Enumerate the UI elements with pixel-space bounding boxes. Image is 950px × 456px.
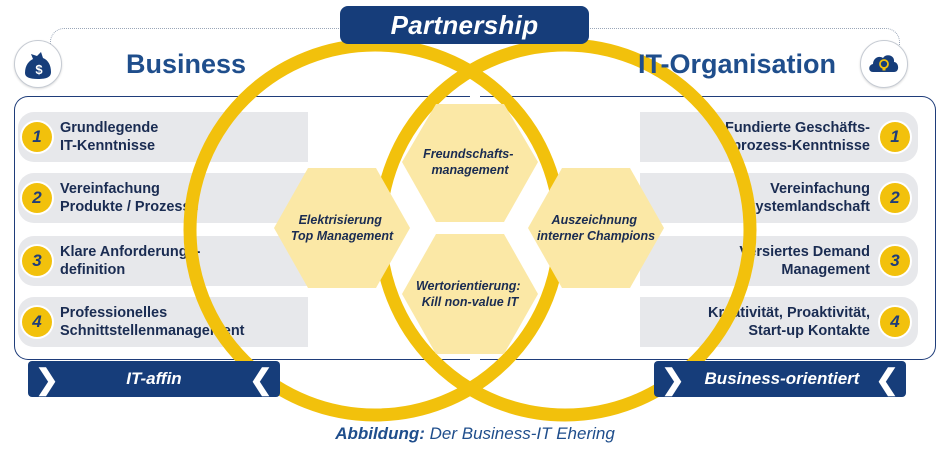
chevron-right-icon: ❯: [35, 363, 59, 395]
business-item-text: Klare Anforderungs- definition: [60, 243, 200, 279]
svg-text:$: $: [35, 62, 43, 77]
hexagon-wertorientierung: Wertorientierung: Kill non-value IT: [402, 234, 538, 354]
business-item-3: 3 Klare Anforderungs- definition: [18, 236, 308, 286]
chevron-right-icon: ❯: [661, 363, 685, 395]
business-item-text: Grundlegende IT-Kenntnisse: [60, 119, 158, 155]
hex-line-1: Wertorientierung:: [416, 279, 521, 293]
it-affin-bar: ❯ IT-affin ❮: [28, 361, 280, 397]
item-line-2: definition: [60, 262, 126, 278]
item-line-1: Professionelles: [60, 305, 168, 321]
hex-line-2: Kill non-value IT: [422, 295, 520, 309]
number-badge: 1: [22, 122, 52, 152]
item-line-2: Produkte / Prozesse: [60, 199, 199, 215]
business-item-1: 1 Grundlegende IT-Kenntnisse: [18, 112, 308, 162]
hex-line-2: Top Management: [291, 229, 394, 243]
number-badge: 2: [22, 183, 52, 213]
partnership-title: Partnership: [340, 6, 589, 44]
number-badge: 1: [880, 122, 910, 152]
business-item-2: 2 Vereinfachung Produkte / Prozesse: [18, 173, 308, 223]
item-line-2: IT-Kenntnisse: [60, 138, 156, 154]
hex-line-2: interner Champions: [537, 229, 655, 243]
bar-label: IT-affin: [126, 369, 182, 388]
business-item-text: Vereinfachung Produkte / Prozesse: [60, 180, 199, 216]
business-item-4: 4 Professionelles Schnittstellenmanageme…: [18, 297, 308, 347]
item-line-1: Versiertes Demand: [739, 244, 870, 260]
it-item-text: Vereinfachung Systemlandschaft: [746, 180, 870, 216]
cloud-lightbulb-icon: [860, 40, 908, 88]
svg-text:Auszeichnung interner: Auszeichnung interner Champions: [537, 213, 655, 243]
item-line-1: Kreativität, Proaktivität,: [708, 305, 870, 321]
item-line-2: prozess-Kenntnisse: [732, 138, 870, 154]
item-line-2: Start-up Kontakte: [748, 323, 870, 339]
hexagon-auszeichnung: Auszeichnung interner Champions: [528, 168, 664, 288]
money-bag-icon: $: [14, 40, 62, 88]
business-orientiert-bar: ❯ Business-orientiert ❮: [654, 361, 906, 397]
number-badge: 4: [880, 307, 910, 337]
svg-text:Freundschafts- managem: Freundschafts- management: [423, 147, 517, 177]
caption-label: Abbildung:: [335, 424, 425, 443]
hex-line-1: Freundschafts-: [423, 147, 513, 161]
hex-line-1: Auszeichnung: [551, 213, 638, 227]
item-line-2: Systemlandschaft: [745, 199, 870, 215]
item-line-1: Vereinfachung: [60, 181, 160, 197]
hex-line-1: Elektrisierung: [299, 213, 383, 227]
number-badge: 3: [22, 246, 52, 276]
hexagon-elektrisierung: Elektrisierung Top Management: [274, 168, 410, 288]
item-line-1: Grundlegende: [60, 120, 159, 136]
item-line-1: Klare Anforderungs-: [60, 244, 201, 260]
number-badge: 4: [22, 307, 52, 337]
it-item-3: Versiertes Demand Management 3: [640, 236, 918, 286]
caption-text: Der Business-IT Ehering: [424, 424, 615, 443]
it-item-text: Versiertes Demand Management: [739, 243, 870, 279]
svg-text:Elektrisierung Top Man: Elektrisierung Top Management: [291, 213, 394, 243]
svg-text:Wertorientierung: Kill: Wertorientierung: Kill non-value IT: [416, 279, 524, 309]
it-item-4: Kreativität, Proaktivität, Start-up Kont…: [640, 297, 918, 347]
it-item-1: Fundierte Geschäfts- prozess-Kenntnisse …: [640, 112, 918, 162]
hexagon-freundschaftsmanagement: Freundschafts- management: [402, 104, 538, 222]
it-item-text: Fundierte Geschäfts- prozess-Kenntnisse: [725, 119, 870, 155]
business-item-text: Professionelles Schnittstellenmanagement: [60, 304, 245, 340]
it-item-text: Kreativität, Proaktivität, Start-up Kont…: [708, 304, 870, 340]
number-badge: 3: [880, 246, 910, 276]
chevron-left-icon: ❮: [875, 363, 899, 395]
item-line-2: Schnittstellenmanagement: [60, 323, 245, 339]
figure-caption: Abbildung: Der Business-IT Ehering: [0, 424, 950, 444]
business-heading: Business: [126, 48, 247, 79]
bar-label: Business-orientiert: [704, 369, 860, 388]
item-line-1: Vereinfachung: [770, 181, 870, 197]
number-badge: 2: [880, 183, 910, 213]
it-item-2: Vereinfachung Systemlandschaft 2: [640, 173, 918, 223]
item-line-1: Fundierte Geschäfts-: [724, 120, 870, 136]
chevron-left-icon: ❮: [249, 363, 273, 395]
item-line-2: Management: [781, 262, 870, 278]
hex-line-2: management: [431, 163, 509, 177]
it-organisation-heading: IT-Organisation: [638, 48, 837, 79]
